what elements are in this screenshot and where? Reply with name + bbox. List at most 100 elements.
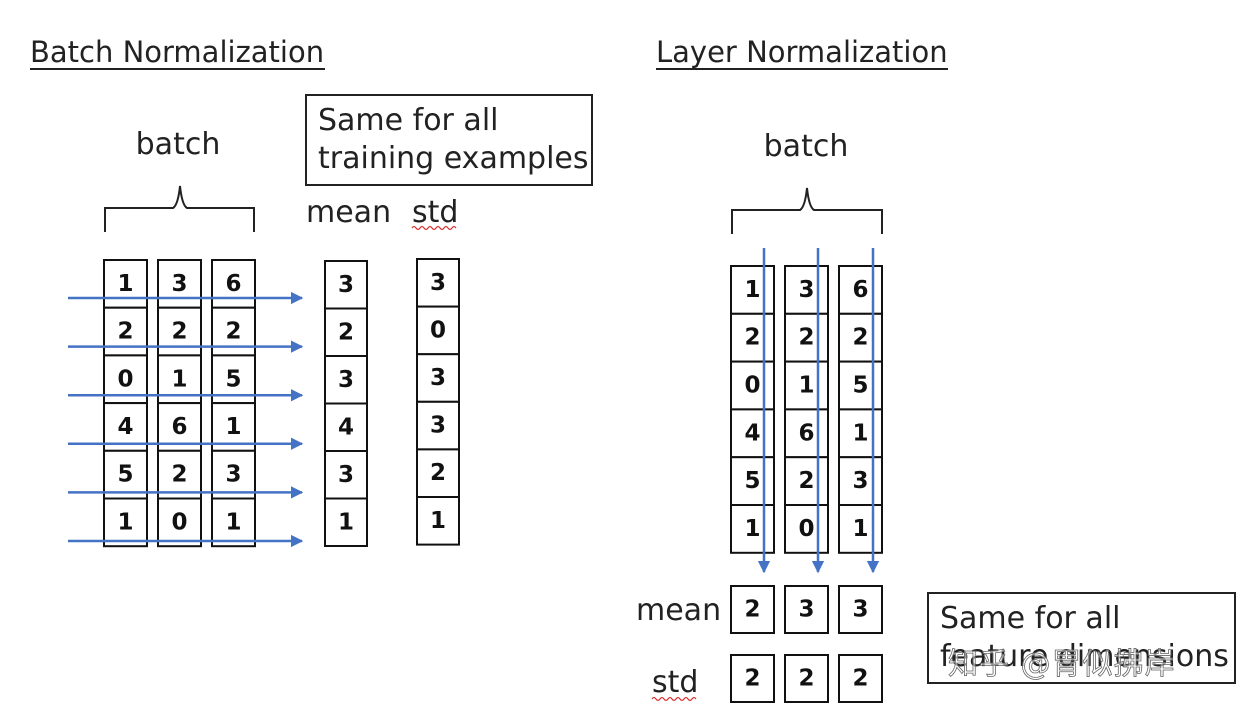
layer-norm-arrows	[757, 248, 880, 574]
ln-cell-r0-c2-value: 6	[852, 277, 868, 303]
bn-cell-r0-c1-box	[157, 259, 202, 309]
bn-mean-cell-5-box	[324, 497, 368, 547]
ln-mean-cell-2: 3	[838, 585, 883, 634]
ln-cell-r3-c2-value: 1	[852, 420, 868, 446]
ln-cell-r0-c1: 3	[784, 265, 829, 315]
ln-cell-r0-c2: 6	[838, 265, 883, 315]
bn-cell-r5-c2-value: 1	[225, 509, 241, 535]
bn-mean-cell-5: 1	[324, 497, 368, 547]
bn-cell-r0-c2: 6	[211, 259, 256, 309]
bn-std-cell-3: 3	[416, 400, 460, 451]
ln-cell-r2-c1-value: 1	[798, 373, 814, 399]
bn-cell-r0-c1: 3	[157, 259, 202, 309]
bn-cell-r3-c0-value: 4	[117, 414, 133, 440]
ln-cell-r1-c2-value: 2	[852, 325, 868, 351]
bn-cell-r4-c2: 3	[211, 449, 256, 500]
ln-std-cell-0-value: 2	[744, 666, 760, 692]
batch-norm-note-line-1: Same for all	[318, 103, 498, 138]
layer-norm-mean-label: mean	[636, 593, 721, 628]
ln-cell-r5-c1-box	[784, 504, 829, 554]
ln-cell-r1-c0: 2	[730, 312, 775, 363]
bn-mean-cell-3-box	[324, 402, 368, 452]
bn-cell-r0-c2-value: 6	[225, 271, 241, 297]
bn-mean-cell-5-value: 1	[338, 509, 354, 535]
ln-cell-r4-c0-value: 5	[744, 468, 760, 494]
batch-norm-arrows	[68, 291, 304, 548]
bn-cell-r2-c1-value: 1	[171, 366, 187, 392]
ln-cell-r1-c2: 2	[838, 312, 883, 363]
ln-cell-r2-c0: 0	[730, 360, 775, 411]
ln-cell-r3-c2-box	[838, 408, 883, 459]
batch-norm-brace	[104, 185, 255, 232]
bn-mean-cell-4-box	[324, 450, 368, 500]
ln-cell-r5-c0-box	[730, 504, 775, 554]
bn-std-cell-5-value: 1	[430, 508, 446, 534]
bn-std-cell-4-box	[416, 448, 460, 498]
ln-mean-cell-0-box	[730, 585, 775, 634]
bn-mean-cell-1: 2	[324, 307, 368, 357]
ln-std-cell-1-box	[784, 654, 829, 703]
bn-mean-cell-4-value: 3	[338, 462, 354, 488]
bn-mean-cell-2: 3	[324, 355, 368, 405]
batch-norm-note-line-2: training examples	[318, 141, 589, 176]
ln-cell-r3-c0-box	[730, 408, 775, 459]
bn-cell-r0-c1-value: 3	[171, 271, 187, 297]
layer-norm-std-spellcheck-squiggle	[651, 696, 697, 702]
ln-cell-r2-c0-box	[730, 360, 775, 411]
ln-mean-cell-1-value: 3	[798, 597, 814, 623]
bn-cell-r5-c2-box	[211, 497, 256, 548]
watermark: 知乎 @胃似拂岸	[948, 647, 1176, 682]
layer-norm-note-box	[927, 592, 1236, 684]
ln-cell-r5-c2: 1	[838, 504, 883, 554]
ln-cell-r0-c0-value: 1	[744, 277, 760, 303]
ln-std-cell-1: 2	[784, 654, 829, 703]
bn-std-cell-2-box	[416, 353, 460, 403]
bn-cell-r3-c2-value: 1	[225, 414, 241, 440]
ln-cell-r1-c1: 2	[784, 312, 829, 363]
ln-cell-r5-c0: 1	[730, 504, 775, 554]
batch-norm-mean-label: mean	[306, 195, 391, 230]
layer-norm-title: Layer Normalization	[656, 35, 948, 69]
bn-cell-r5-c1-box	[157, 497, 202, 548]
layer-norm-brace	[731, 187, 883, 234]
bn-mean-cell-3: 4	[324, 402, 368, 452]
bn-cell-r2-c0-value: 0	[117, 366, 133, 392]
ln-cell-r3-c1-value: 6	[798, 420, 814, 446]
bn-cell-r4-c1: 2	[157, 449, 202, 500]
ln-cell-r5-c2-value: 1	[852, 516, 868, 542]
ln-cell-r3-c0-value: 4	[744, 420, 760, 446]
ln-cell-r5-c1: 0	[784, 504, 829, 554]
bn-cell-r0-c0-box	[103, 259, 148, 309]
bn-mean-cell-0: 3	[324, 260, 368, 310]
batch-norm-title: Batch Normalization	[30, 35, 324, 69]
ln-cell-r5-c1-value: 0	[798, 516, 814, 542]
bn-std-cell-1-value: 0	[430, 317, 446, 343]
bn-std-cell-3-value: 3	[430, 413, 446, 439]
bn-cell-r4-c0-value: 5	[117, 462, 133, 488]
layer-norm-std-label: std	[652, 665, 698, 700]
ln-cell-r3-c0: 4	[730, 408, 775, 459]
bn-mean-cell-4: 3	[324, 450, 368, 500]
bn-cell-r5-c0: 1	[103, 497, 148, 548]
ln-cell-r3-c1: 6	[784, 408, 829, 459]
ln-cell-r5-c0-value: 1	[744, 516, 760, 542]
ln-cell-r4-c2: 3	[838, 456, 883, 507]
ln-std-cell-0: 2	[730, 654, 775, 703]
ln-cell-r3-c2: 1	[838, 408, 883, 459]
ln-cell-r1-c1-value: 2	[798, 325, 814, 351]
ln-cell-r0-c2-box	[838, 265, 883, 315]
ln-cell-r1-c0-value: 2	[744, 325, 760, 351]
ln-std-cell-2: 2	[838, 654, 883, 703]
bn-cell-r0-c2-box	[211, 259, 256, 309]
bn-cell-r1-c2-value: 2	[225, 319, 241, 345]
ln-cell-r4-c2-value: 3	[852, 468, 868, 494]
bn-std-cell-4: 2	[416, 448, 460, 498]
bn-std-cell-5-box	[416, 496, 460, 546]
batch-norm-std-label: std	[412, 195, 458, 230]
